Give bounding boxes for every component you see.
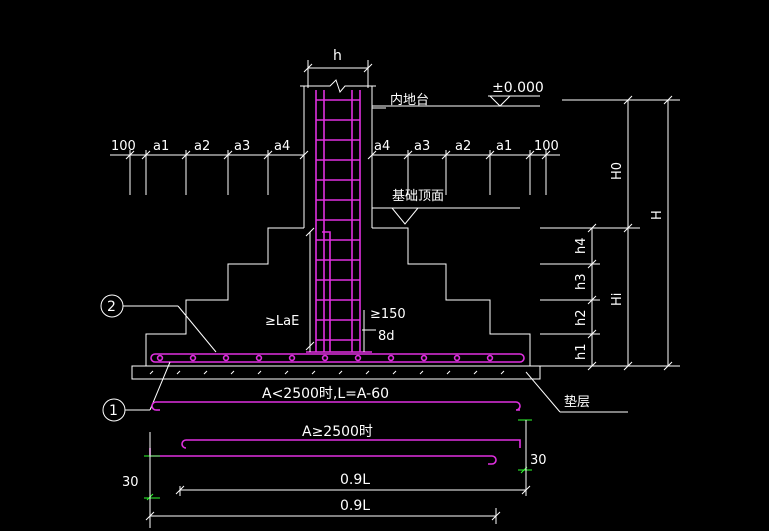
height-tick — [587, 223, 597, 233]
step-left-2: a1 — [153, 139, 169, 154]
step-left-5: a4 — [274, 139, 290, 154]
column-width-dimension: h — [303, 48, 373, 88]
height-total: H — [650, 210, 665, 220]
step-dimensions — [110, 150, 560, 195]
rule-small-label: A<2500时,L=A-60 — [262, 386, 389, 402]
cushion-speck — [500, 370, 505, 375]
step-tick-slash — [263, 150, 273, 160]
step-tick-slash — [367, 150, 377, 160]
height-tick — [587, 329, 597, 339]
bar-detail-large: A≥2500时 — [149, 424, 521, 465]
end-right-label: 30 — [530, 453, 547, 468]
step-tick-slash — [403, 150, 413, 160]
step-right-4: a1 — [496, 139, 512, 154]
callout-2: 2 — [100, 294, 217, 353]
bar-detail-small: A<2500时,L=A-60 — [151, 386, 521, 411]
cushion-speck — [230, 370, 235, 375]
height-tick — [587, 259, 597, 269]
step-tick-slash — [223, 150, 233, 160]
end-left-label: 30 — [122, 475, 139, 490]
step-right-1: a4 — [374, 139, 390, 154]
cushion-speck — [419, 370, 424, 375]
mat-bar — [387, 354, 395, 362]
column-rebar — [306, 90, 372, 353]
mat-bar — [222, 354, 230, 362]
length-2-label: 0.9L — [340, 498, 370, 514]
height-tick — [663, 95, 673, 105]
step-tick-slash — [141, 150, 151, 160]
length-1-label: 0.9L — [340, 472, 370, 488]
mat-bar — [354, 354, 362, 362]
height-h2: h2 — [574, 309, 589, 326]
step-tick-slash — [441, 150, 451, 160]
cushion-speck — [203, 370, 208, 375]
cushion-speck — [365, 370, 370, 375]
cushion-speck — [149, 370, 154, 375]
height-dimensions — [540, 95, 680, 371]
ground-level-label: ±0.000 — [492, 80, 544, 96]
height-tick — [587, 361, 597, 371]
step-left-4: a3 — [234, 139, 250, 154]
bottom-mat-rebar — [150, 353, 525, 363]
callout-1: 1 — [102, 361, 171, 422]
column-outline — [300, 79, 376, 228]
height-hi: Hi — [610, 293, 625, 306]
cushion-speck — [338, 370, 343, 375]
mat-bar — [288, 354, 296, 362]
height-tick — [623, 223, 633, 233]
cushion-speck — [257, 370, 262, 375]
indoor-ground-label: 内地台 — [390, 92, 429, 108]
step-tick-slash — [541, 150, 551, 160]
cushion-speck — [392, 370, 397, 375]
anchor-dimension: ≥LaE ≥150 8d — [265, 227, 406, 352]
bend-150-label: ≥150 — [370, 307, 406, 322]
foundation-top-label: 基础顶面 — [392, 189, 444, 204]
height-h0: H0 — [610, 162, 625, 180]
ground-level-mark: ±0.000 内地台 — [372, 80, 544, 109]
mat-bar — [189, 354, 197, 362]
step-tick-slash — [181, 150, 191, 160]
step-left-1: 100 — [111, 139, 136, 154]
rule-large-label: A≥2500时 — [302, 424, 373, 440]
end-marks — [144, 419, 532, 501]
mat-bar — [486, 354, 494, 362]
step-tick-slash — [299, 150, 309, 160]
cushion-label: 垫层 — [564, 394, 590, 410]
anchor-length-label: ≥LaE — [265, 314, 299, 329]
cushion-speck — [473, 370, 478, 375]
bend-8d-label: 8d — [378, 329, 395, 344]
height-tick — [623, 95, 633, 105]
cushion-speck — [284, 370, 289, 375]
height-tick — [663, 361, 673, 371]
cushion-speck — [446, 370, 451, 375]
mat-bar — [156, 354, 164, 362]
foundation-outline — [145, 227, 531, 367]
height-h4: h4 — [574, 237, 589, 254]
length-dimensions: 0.9L 0.9L — [145, 420, 531, 528]
column-width-label: h — [333, 48, 342, 64]
mat-bar — [321, 354, 329, 362]
height-tick — [587, 295, 597, 305]
height-h1: h1 — [574, 343, 589, 360]
step-tick-slash — [125, 150, 135, 160]
step-tick-slash — [485, 150, 495, 160]
cushion-speck — [176, 370, 181, 375]
step-left-3: a2 — [194, 139, 210, 154]
step-right-2: a3 — [414, 139, 430, 154]
step-right-5: 100 — [534, 139, 559, 154]
step-tick-slash — [525, 150, 535, 160]
callout-1-label: 1 — [109, 403, 118, 419]
step-right-3: a2 — [455, 139, 471, 154]
cushion-layer — [131, 365, 541, 380]
mat-bar — [420, 354, 428, 362]
height-h3: h3 — [574, 273, 589, 290]
mat-bar — [453, 354, 461, 362]
height-tick — [623, 361, 633, 371]
cushion-leader: 垫层 — [525, 371, 628, 413]
mat-bar — [255, 354, 263, 362]
callout-2-label: 2 — [107, 299, 116, 315]
cushion-speck — [311, 370, 316, 375]
